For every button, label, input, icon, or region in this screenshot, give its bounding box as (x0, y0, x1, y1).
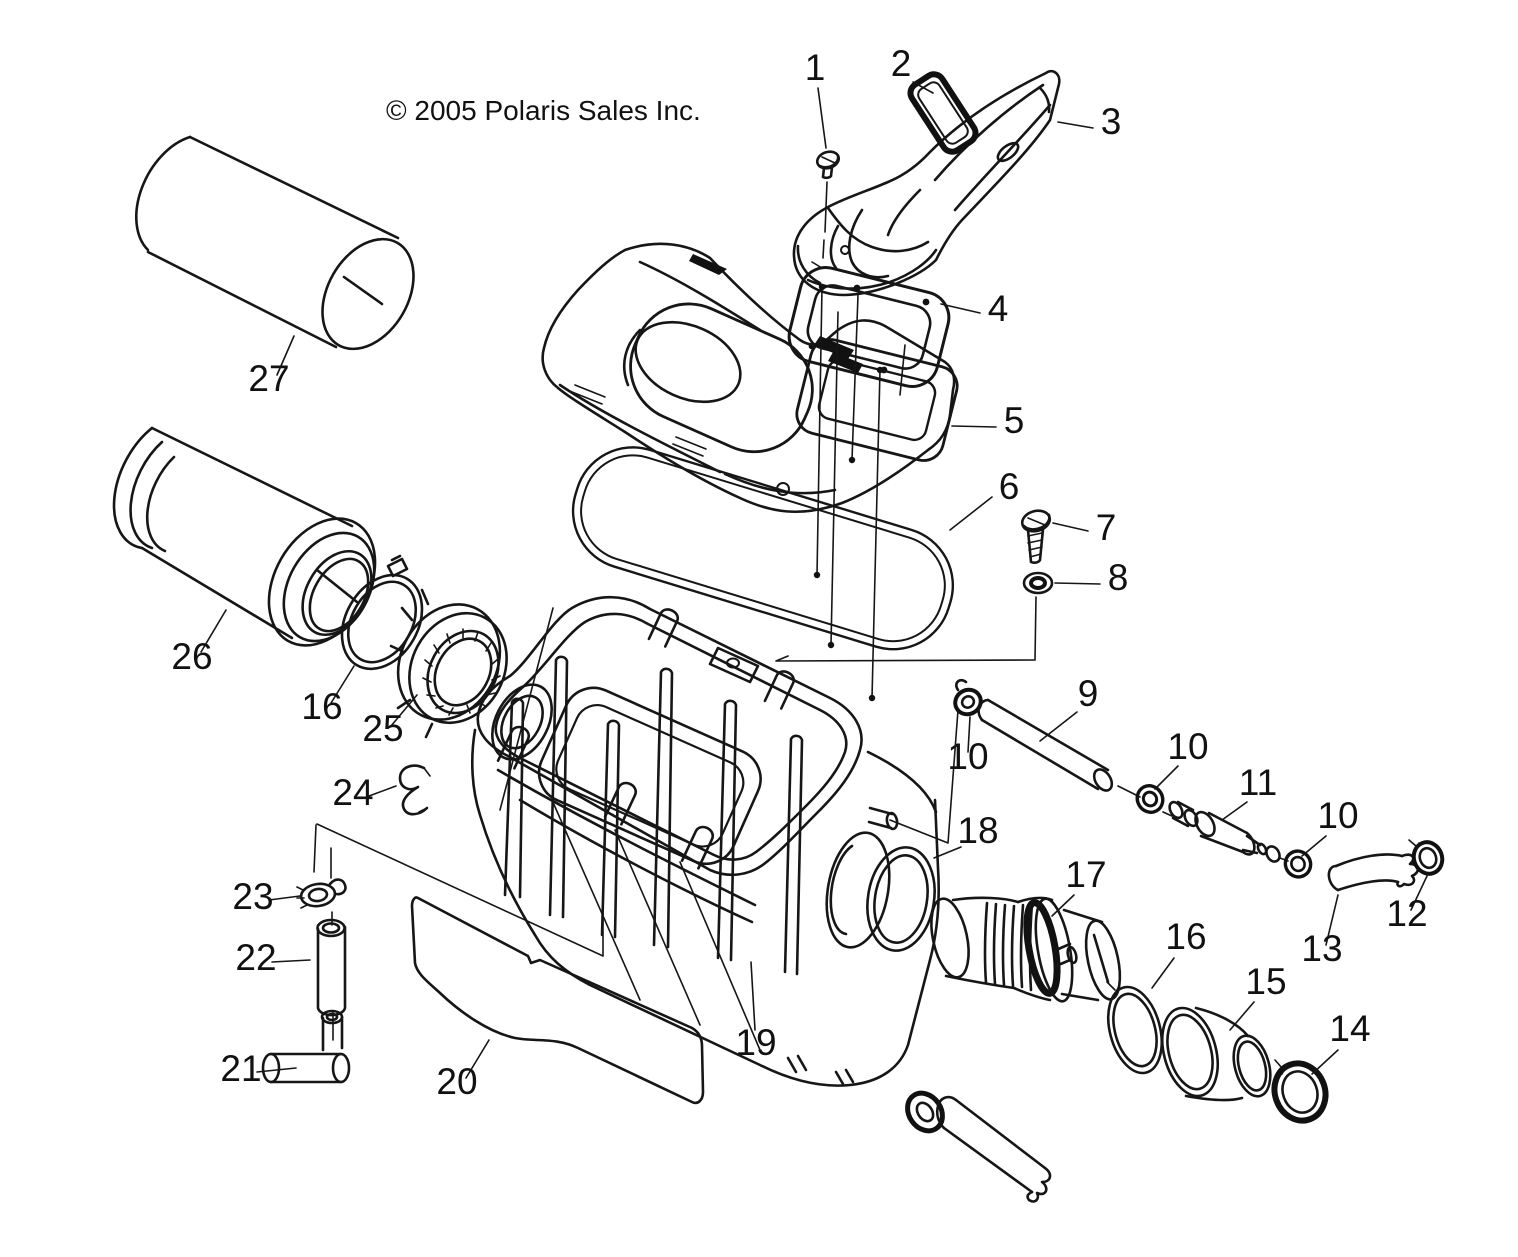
callout-21-22: 21 (220, 1048, 261, 1089)
callout-20-21: 20 (436, 1061, 477, 1102)
callout-leader-21-22 (256, 1067, 297, 1073)
drain-clamp (296, 878, 347, 909)
callout-27-29: 27 (248, 358, 289, 399)
callout-8-7: 8 (1108, 557, 1129, 598)
callout-leader-7-6 (1052, 522, 1089, 532)
callout-9-8: 9 (1078, 673, 1099, 714)
callout-4-3: 4 (988, 288, 1009, 329)
drain-tube (316, 847, 347, 1041)
air-filter (112, 426, 377, 647)
callout-16-17: 16 (1165, 916, 1206, 957)
callout-22-23: 22 (235, 937, 276, 978)
callout-leader-19-20 (750, 961, 756, 1031)
cover-screw (1020, 509, 1052, 564)
bottom-grommet (905, 1090, 945, 1134)
hose-clamp-small (1408, 839, 1445, 876)
callout-10-10: 10 (1167, 726, 1208, 767)
callout-leader-22-23 (271, 959, 311, 963)
callout-7-6: 7 (1096, 507, 1117, 548)
copyright-text: © 2005 Polaris Sales Inc. (386, 95, 701, 126)
check-valve (1194, 810, 1289, 863)
washer (1022, 571, 1054, 595)
callout-leader-2-1 (912, 81, 934, 94)
callout-13-14: 13 (1301, 928, 1342, 969)
callout-leader-25-26 (390, 694, 418, 727)
callout-leader-8-7 (1054, 582, 1101, 585)
callout-leader-17-18 (1051, 894, 1075, 917)
callout-16-28: 16 (301, 686, 342, 727)
callout-leader-10-12 (1301, 835, 1327, 857)
callout-leader-3-2 (1057, 121, 1094, 129)
callout-leader-12-13 (1410, 875, 1428, 911)
vent-washer-mid (1117, 784, 1173, 817)
callout-10-9: 10 (947, 736, 988, 777)
callout-leader-24-25 (368, 785, 397, 797)
o-ring (866, 846, 936, 952)
callout-25-26: 25 (362, 708, 403, 749)
callout-3-2: 3 (1101, 101, 1122, 142)
callout-leader-16-17 (1151, 957, 1175, 989)
callout-leader-11-11 (1221, 801, 1248, 821)
callout-10-12: 10 (1317, 795, 1358, 836)
clamp-ring (1271, 1059, 1329, 1124)
callout-leader-4-3 (940, 303, 981, 314)
callout-12-13: 12 (1386, 893, 1427, 934)
drain-tee-fitting (261, 1009, 351, 1084)
callout-11-11: 11 (1239, 762, 1277, 803)
callout-23-24: 23 (232, 876, 273, 917)
cover-seal (571, 446, 955, 651)
seal-ring-right (1106, 981, 1163, 1075)
prefilter-sleeve (134, 135, 415, 351)
callout-leader-5-4 (951, 425, 997, 428)
callout-leader-10-10 (1154, 765, 1179, 790)
duct-screw (815, 150, 841, 259)
screw-location-line (708, 596, 1037, 684)
callout-17-18: 17 (1065, 854, 1106, 895)
callout-6-5: 6 (999, 466, 1020, 507)
callout-2-1: 2 (891, 43, 912, 84)
callout-leader-26-27 (200, 609, 227, 653)
duct-gasket (787, 266, 951, 388)
callout-leader-23-24 (268, 895, 301, 901)
callout-1-0: 1 (805, 47, 826, 88)
callout-leader-16-28 (330, 665, 355, 704)
callout-26-27: 26 (171, 636, 212, 677)
callout-leader-6-5 (949, 496, 993, 531)
callout-15-16: 15 (1245, 961, 1286, 1002)
callout-leader-27-29 (276, 335, 295, 376)
outlet-bellows (930, 896, 1122, 1003)
callout-leader-15-16 (1229, 1001, 1255, 1031)
callout-14-15: 14 (1329, 1008, 1370, 1049)
callout-leader-10-9 (967, 716, 971, 753)
foam-panel (410, 896, 705, 1105)
spring-clip (398, 764, 431, 816)
callout-leader-1-0 (817, 87, 827, 149)
vent-grommet (953, 678, 983, 717)
vent-tube (977, 698, 1114, 792)
callout-18-19: 18 (957, 810, 998, 851)
airbox-body (313, 595, 959, 1087)
vent-hose (1327, 853, 1420, 892)
vent-washer-right (1283, 849, 1313, 879)
bottom-hose (935, 1095, 1052, 1203)
callout-leader-18-19 (933, 846, 962, 859)
foam-pad (907, 71, 979, 155)
callout-5-4: 5 (1004, 400, 1025, 441)
intake-duct (792, 69, 1061, 297)
callout-19-20: 19 (735, 1022, 776, 1063)
callout-leader-13-14 (1325, 894, 1339, 946)
lock-ring-nut (389, 588, 508, 739)
callout-leader-14-15 (1311, 1049, 1339, 1075)
callout-24-25: 24 (332, 772, 373, 813)
outlet-boot (1161, 1006, 1272, 1102)
callout-leader-20-21 (465, 1039, 490, 1079)
airbox-cover (541, 242, 959, 702)
callout-leader-9-8 (1039, 711, 1078, 742)
